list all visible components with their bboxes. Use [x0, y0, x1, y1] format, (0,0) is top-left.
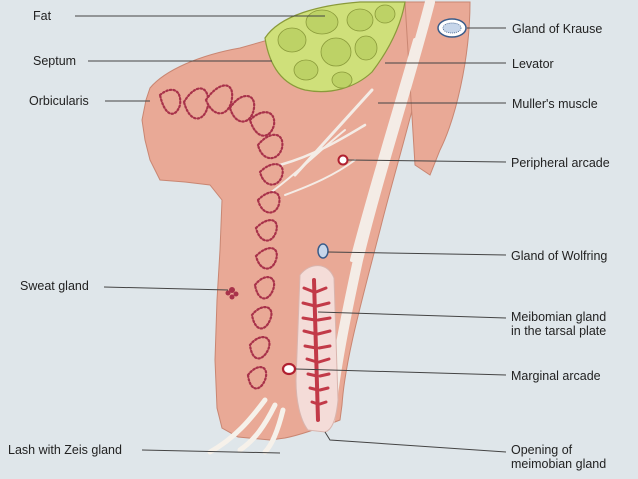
label-gland-wolfring: Gland of Wolfring — [511, 249, 607, 263]
label-septum: Septum — [33, 54, 76, 68]
marginal-arcade — [281, 362, 297, 376]
label-orbicularis: Orbicularis — [29, 94, 89, 108]
sweat-gland — [225, 287, 239, 300]
label-marginal-arcade: Marginal arcade — [511, 369, 601, 383]
label-sweat-gland: Sweat gland — [20, 279, 89, 293]
label-opening-2: meimobian gland — [511, 457, 606, 471]
label-peripheral-arcade: Peripheral arcade — [511, 156, 610, 170]
meibomian-gland — [301, 278, 332, 422]
label-gland-krause: Gland of Krause — [512, 22, 602, 36]
gland-of-krause-inner — [442, 22, 462, 34]
eyelashes — [207, 397, 286, 455]
label-opening-1: Opening of — [511, 443, 573, 457]
peripheral-arcade — [337, 154, 349, 166]
label-meibomian-2: in the tarsal plate — [511, 324, 606, 338]
leader-lines — [75, 15, 507, 454]
label-lash: Lash with Zeis gland — [8, 443, 122, 457]
orbicularis-muscle — [158, 84, 284, 390]
label-fat: Fat — [33, 9, 52, 23]
label-meibomian-1: Meibomian gland — [511, 310, 606, 324]
label-muller: Muller's muscle — [512, 97, 598, 111]
gland-of-wolfring — [317, 243, 329, 259]
label-levator: Levator — [512, 57, 554, 71]
